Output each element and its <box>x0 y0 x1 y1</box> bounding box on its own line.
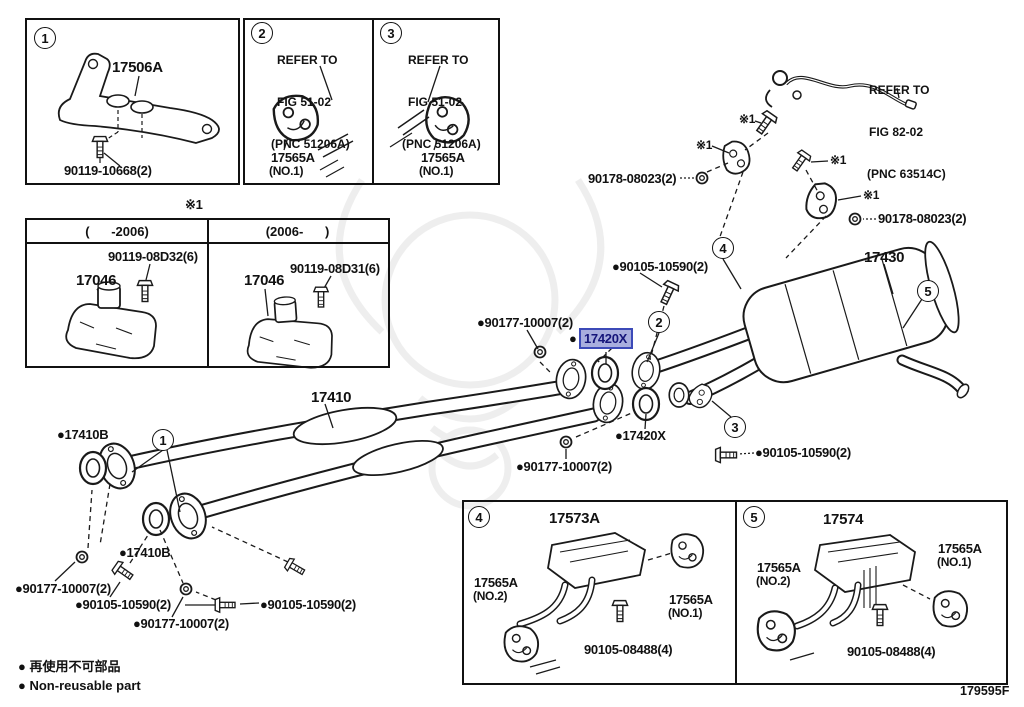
part-label-90119-10668[interactable]: 90119-10668(2) <box>64 163 152 178</box>
refer-line: (PNC 51206A) <box>402 137 481 151</box>
variant-mark-main-1: ※1 <box>739 112 756 126</box>
variant-col-left-header: ( -2006) <box>85 223 149 239</box>
refer-line: (PNC 63514C) <box>867 167 946 181</box>
part-label-17506a[interactable]: 17506A <box>112 59 163 76</box>
part-label-17565a-box4-right[interactable]: 17565A <box>669 592 713 607</box>
inset-box-1 <box>25 18 240 185</box>
part-sub-box2: (NO.1) <box>269 164 304 178</box>
variant-mark-main-4: ※1 <box>863 188 880 202</box>
callout-main-4[interactable]: 4 <box>712 237 734 259</box>
part-label-17573a[interactable]: 17573A <box>549 510 600 527</box>
muffler-drawing <box>742 240 970 399</box>
callout-main-5[interactable]: 5 <box>917 280 939 302</box>
part-label-17565a-box5-left[interactable]: 17565A <box>757 560 801 575</box>
selected-part-label-17420x[interactable]: 17420X <box>579 328 634 349</box>
figure-code: 179595F <box>960 684 1010 698</box>
refer-note-box3: REFER TO FIG 51-02 (PNC 51206A) <box>402 25 481 165</box>
callout-box4[interactable]: 4 <box>468 506 490 528</box>
inset-box-5 <box>735 500 1008 685</box>
refer-line: REFER TO <box>869 83 930 97</box>
callout-box3[interactable]: 3 <box>380 22 402 44</box>
part-label-17565a-box4-left[interactable]: 17565A <box>474 575 518 590</box>
variant-table: ( -2006) (2006- ) <box>25 218 390 368</box>
part-label-90105-top[interactable]: ●90105-10590(2) <box>612 259 708 274</box>
part-sub-box5-right: (NO.1) <box>937 555 972 569</box>
callout-box2[interactable]: 2 <box>251 22 273 44</box>
part-label-90119-08d31[interactable]: 90119-08D31(6) <box>290 261 380 276</box>
variant-table-divider <box>207 220 209 366</box>
inset-box-3 <box>372 18 500 185</box>
legend-en: ● Non-reusable part <box>18 678 141 693</box>
part-label-17565a-box2[interactable]: 17565A <box>271 150 315 165</box>
part-label-90105-bl2[interactable]: ●90105-10590(2) <box>260 597 356 612</box>
part-sub-box3: (NO.1) <box>419 164 454 178</box>
refer-note-box2: REFER TO FIG 51-02 (PNC 51206A) <box>271 25 350 165</box>
part-label-17410b-top[interactable]: ●17410B <box>57 427 109 442</box>
part-label-90177-mid[interactable]: ●90177-10007(2) <box>477 315 573 330</box>
part-label-90119-08d32[interactable]: 90119-08D32(6) <box>108 249 198 264</box>
refer-line: (PNC 51206A) <box>271 137 350 151</box>
variant-col-right-header: (2006- ) <box>265 223 330 239</box>
part-label-90177-center[interactable]: ●90177-10007(2) <box>516 459 612 474</box>
refer-line: FIG 82-02 <box>869 125 924 139</box>
callout-main-1[interactable]: 1 <box>152 429 174 451</box>
refer-line: REFER TO <box>277 53 338 67</box>
part-label-90105-bl1[interactable]: ●90105-10590(2) <box>75 597 171 612</box>
selected-part-dot: ● <box>569 331 577 346</box>
part-label-17420x-low[interactable]: ●17420X <box>615 428 666 443</box>
part-label-90177-left[interactable]: ●90177-10007(2) <box>15 581 111 596</box>
refer-line: FIG 51-02 <box>277 95 332 109</box>
part-label-90105-08488-box5[interactable]: 90105-08488(4) <box>847 644 936 659</box>
part-label-17410[interactable]: 17410 <box>311 389 352 406</box>
callout-main-2[interactable]: 2 <box>648 311 670 333</box>
variant-mark-main-3: ※1 <box>830 153 847 167</box>
part-sub-box4-left: (NO.2) <box>473 589 508 603</box>
part-label-90177-bottom[interactable]: ●90177-10007(2) <box>133 616 229 631</box>
part-label-90105-right[interactable]: ●90105-10590(2) <box>755 445 851 460</box>
part-sub-box5-left: (NO.2) <box>756 574 791 588</box>
variant-mark-main-2: ※1 <box>696 138 713 152</box>
part-label-17046-right[interactable]: 17046 <box>244 272 285 289</box>
callout-box1[interactable]: 1 <box>34 27 56 49</box>
part-label-17574[interactable]: 17574 <box>823 511 864 528</box>
part-label-17410b-low[interactable]: ●17410B <box>119 545 171 560</box>
part-label-17430[interactable]: 17430 <box>864 249 905 266</box>
variant-mark: ※1 <box>185 197 203 212</box>
refer-note-main: REFER TO FIG 82-02 (PNC 63514C) <box>867 55 946 195</box>
callout-box5[interactable]: 5 <box>743 506 765 528</box>
part-label-17046-left[interactable]: 17046 <box>76 272 117 289</box>
part-label-17565a-box3[interactable]: 17565A <box>421 150 465 165</box>
refer-line: FIG 51-02 <box>408 95 463 109</box>
part-label-90178-b[interactable]: 90178-08023(2) <box>878 211 967 226</box>
part-sub-box4-right: (NO.1) <box>668 606 703 620</box>
refer-line: REFER TO <box>408 53 469 67</box>
callout-main-3[interactable]: 3 <box>724 416 746 438</box>
part-label-17565a-box5-right[interactable]: 17565A <box>938 541 982 556</box>
legend-jp: ● 再使用不可部品 <box>18 659 121 674</box>
part-label-90178-a[interactable]: 90178-08023(2) <box>588 171 677 186</box>
part-label-90105-08488-box4[interactable]: 90105-08488(4) <box>584 642 673 657</box>
